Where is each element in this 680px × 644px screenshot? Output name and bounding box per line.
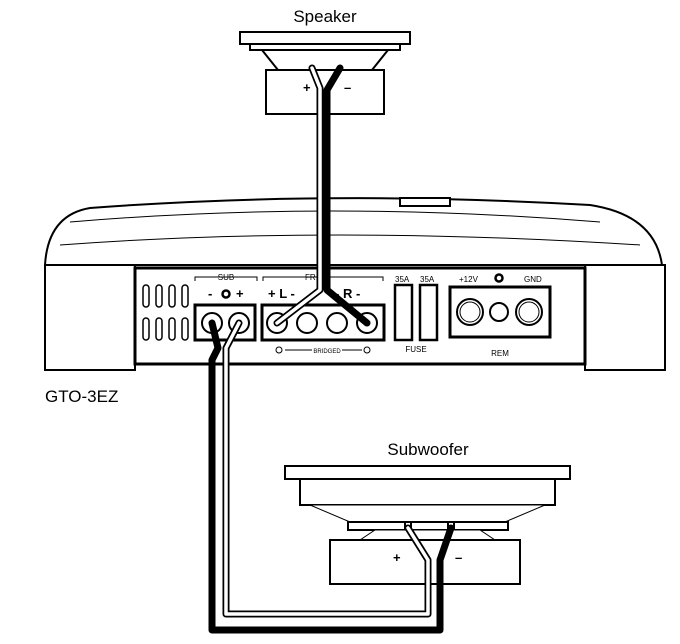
subwoofer-minus: –	[455, 550, 462, 565]
power-12v-label: +12V	[459, 275, 479, 284]
ground-label: GND	[524, 275, 542, 284]
front-left-label: + L -	[268, 286, 295, 301]
fuse-1	[393, 283, 414, 342]
fuse2-label: 35A	[420, 275, 435, 284]
sub-minus: -	[208, 286, 212, 301]
speaker-wires	[273, 64, 371, 327]
speaker: Speaker + –	[239, 7, 411, 115]
front-label: FR	[305, 273, 316, 282]
fuse1-label: 35A	[395, 275, 410, 284]
subwoofer-plus: +	[393, 550, 401, 565]
subwoofer-wires	[208, 319, 455, 634]
front-right-label: - R -	[335, 286, 360, 301]
fuse-label: FUSE	[405, 345, 426, 354]
speaker-minus: –	[344, 80, 351, 95]
sub-label: SUB	[218, 273, 234, 282]
rem-label: REM	[491, 349, 509, 358]
speaker-plus: +	[303, 80, 311, 95]
fuse-2	[418, 283, 439, 342]
subwoofer: Subwoofer + –	[284, 440, 571, 585]
sub-plus: +	[236, 286, 244, 301]
speaker-title: Speaker	[293, 7, 357, 26]
amp-model: GTO-3EZ	[45, 387, 118, 406]
subwoofer-title: Subwoofer	[387, 440, 469, 459]
amplifier: SUB - + FR + L - - R - BRIDGED 35A 35A F…	[43, 197, 666, 371]
bridged-label: BRIDGED	[313, 349, 341, 355]
